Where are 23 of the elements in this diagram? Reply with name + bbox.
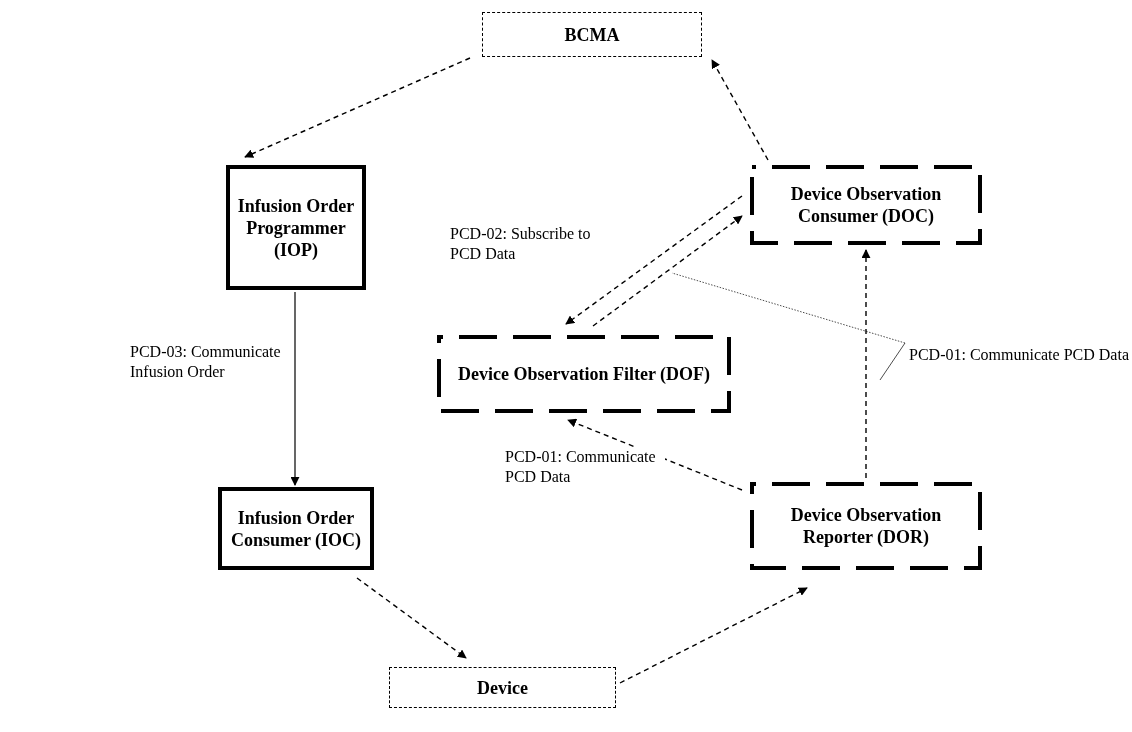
- actor-name: BCMA: [564, 23, 620, 46]
- arrow: [567, 418, 743, 491]
- arrow: [592, 215, 743, 327]
- actor-name: Device Observation Consumer (DOC): [789, 183, 943, 227]
- arrow: [861, 249, 871, 479]
- arrow: [244, 57, 471, 158]
- actor-name: Infusion Order Programmer (IOP): [236, 194, 356, 261]
- actor-name: Infusion Order Consumer (IOC): [229, 506, 363, 551]
- leader-line: [879, 342, 906, 381]
- arrow: [290, 291, 300, 486]
- arrow: [565, 195, 743, 325]
- actor-box: [226, 165, 366, 290]
- dashed-box: [482, 12, 702, 57]
- actor-name: Device Observation Reporter (DOR): [789, 504, 943, 548]
- actor-box: [218, 487, 374, 570]
- arrow: [711, 59, 769, 161]
- arrow: [619, 587, 808, 684]
- actor-name: Device: [477, 676, 528, 699]
- annotation-text: PCD-01: Communicate PCD Data: [909, 345, 1129, 365]
- dashed-box: [389, 667, 616, 708]
- actor-name: Device Observation Filter (DOF): [457, 363, 711, 385]
- arrow: [356, 577, 467, 659]
- leader-line: [671, 272, 906, 344]
